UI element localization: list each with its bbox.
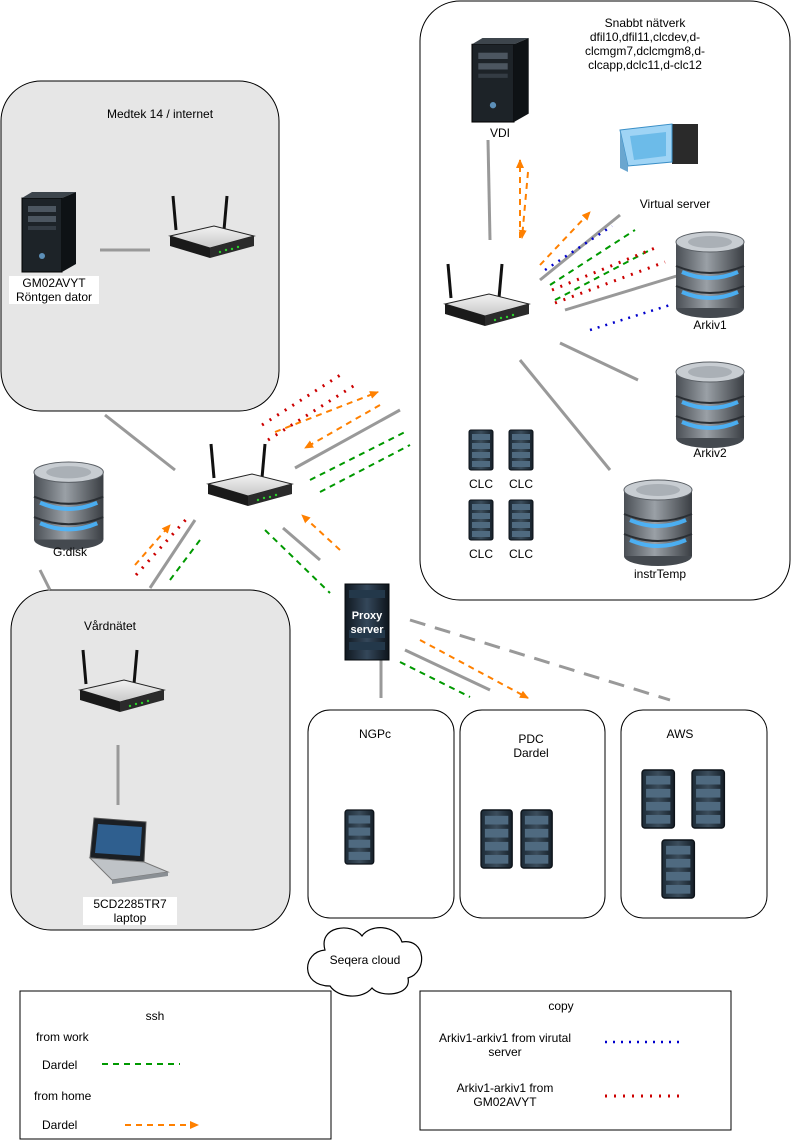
zone-snabbt-hosts: clcapp,dclc11,d-clc12 [588,58,702,72]
instrtemp-db-icon [622,478,694,568]
zone-pdc-subtitle: Dardel [513,746,549,760]
legend-copy-title: copy [548,999,574,1013]
seqera-cloud-icon [307,927,423,997]
arkiv2-label: Arkiv2 [693,446,727,460]
copy-virtual-lines [544,224,671,332]
pdc-server-icon [520,809,553,869]
zone-medtek [0,80,280,412]
router-main-icon [206,442,294,508]
gm02-label: GM02AVYT [9,276,99,290]
virtual-server-label: Virtual server [639,197,711,211]
clc-label: CLC [508,547,533,561]
clc-server-icon [508,429,534,471]
gdisk-label: G:disk [52,545,87,559]
network-links [38,139,681,805]
aws-server-icon [661,839,696,899]
zone-snabbt-hosts: clcmgm7,dclcmgm8,d- [584,44,706,58]
legend-copy-gm02-label: Arkiv1-arkiv1 from [456,1081,554,1095]
zone-medtek-title: Medtek 14 / internet [106,107,214,121]
arkiv1-label: Arkiv1 [693,318,727,332]
zone-aws-title: AWS [666,727,694,741]
gdisk-db-icon [34,462,103,550]
proxy-label: Proxy [351,610,383,622]
legend-ssh-from-work: from work [36,1030,89,1044]
legend-ssh-dardel-home: Dardel [42,1118,78,1132]
clc-label: CLC [468,477,493,491]
vdi-label: VDI [489,126,510,140]
laptop-icon [88,817,170,884]
zone-vardnatet [10,589,291,931]
ssh-work-lines [169,229,651,698]
zone-ngpc-title: NGPc [358,727,391,741]
virtual-server-icon [619,123,698,172]
seqera-label: Seqera cloud [329,953,401,967]
clc-server-icon [468,429,494,471]
laptop-sublabel: laptop [83,911,177,925]
gm02-sublabel: Röntgen dator [9,290,99,304]
zone-vardnatet-title: Vårdnätet [83,619,137,633]
proxy-sublabel: server [350,624,384,636]
pdc-server-icon [480,809,513,869]
arkiv1-db-icon [674,230,746,320]
aws-server-icon [691,769,726,829]
zone-ngpc [307,709,455,919]
legend-copy-box [419,990,732,1131]
clc-label: CLC [508,477,533,491]
vdi-server-icon [471,37,530,123]
laptop-label: 5CD2285TR7 [83,897,177,911]
legend-ssh-from-home: from home [34,1089,92,1103]
clc-server-icon [468,499,494,541]
legend-copy-gm02-label: GM02AVYT [473,1095,537,1109]
zone-pdc-title: PDC [518,732,544,746]
legend-copy-virtual-label: server [488,1045,522,1059]
clc-server-icon [508,499,534,541]
copy-gm02-lines [134,246,666,577]
ssh-home-arrows [134,159,591,699]
zone-snabbt-title: Snabbt nätverk [604,16,686,30]
instrtemp-label: instrTemp [633,567,686,581]
zone-snabbt-hosts: dfil10,dfil11,clcdev,d- [589,30,701,44]
gm02-computer-icon [21,191,77,273]
arkiv2-db-icon [674,360,746,450]
clc-label: CLC [468,547,493,561]
aws-server-icon [641,769,676,829]
legend-copy-virtual-label: Arkiv1-arkiv1 from virutal [438,1031,572,1045]
legend-ssh-title: ssh [145,1009,165,1023]
legend-ssh-box [19,990,332,1140]
ngpc-server-icon [344,809,375,865]
legend-ssh-dardel-work: Dardel [42,1058,78,1072]
